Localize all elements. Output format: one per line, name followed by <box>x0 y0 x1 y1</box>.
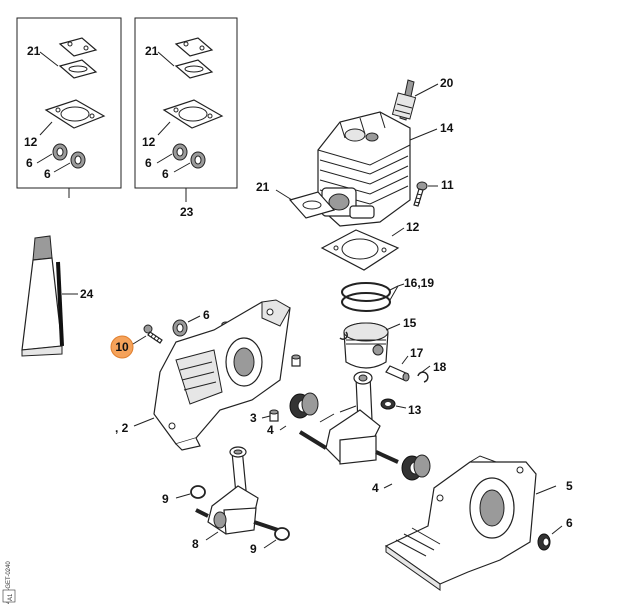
screw-11-icon[interactable] <box>413 181 428 207</box>
cylinder-gasket-12-icon <box>162 99 224 129</box>
gasket-21-icon <box>58 37 98 79</box>
callout-4b: 4 <box>372 481 379 495</box>
callout-10: 10 <box>115 340 129 354</box>
callout-18: 18 <box>433 360 447 374</box>
washer-9a-icon[interactable] <box>190 485 206 499</box>
kit-box-22[interactable]: 21 12 6 6 <box>16 17 122 198</box>
callout-3b: 3 <box>250 411 257 425</box>
crankshaft-8-icon[interactable] <box>195 446 279 535</box>
highlight-callout-10[interactable]: 10 <box>110 335 134 359</box>
screw-10-icon[interactable] <box>143 324 163 344</box>
kit22-label-6b: 6 <box>44 167 51 181</box>
callout-9b: 9 <box>250 542 257 556</box>
oil-seal-6b-icon[interactable] <box>537 533 551 551</box>
callout-17: 17 <box>410 346 424 360</box>
crankcase-half-5-icon[interactable] <box>384 455 537 591</box>
callout-11: 11 <box>441 178 454 192</box>
kit22-label-6a: 6 <box>26 156 33 170</box>
piston-15-icon[interactable] <box>343 322 389 369</box>
callout-12: 12 <box>406 220 420 234</box>
callout-24: 24 <box>80 287 94 301</box>
document-code: 4134-GET-0240 A1 <box>2 561 16 604</box>
spark-plug-20-icon[interactable] <box>391 79 417 121</box>
ball-bearing-4a-icon[interactable] <box>289 392 319 419</box>
callout-9a: 9 <box>162 492 169 506</box>
circlip-18-icon[interactable] <box>417 371 429 383</box>
callout-2: , 2 <box>115 421 129 435</box>
sealant-tube-24-icon[interactable] <box>21 235 64 357</box>
needle-cage-13-icon[interactable] <box>380 398 396 410</box>
callout-20: 20 <box>440 76 454 90</box>
callout-14: 14 <box>440 121 454 135</box>
kit22-label-21: 21 <box>27 44 41 58</box>
sleeve-3b-icon[interactable] <box>269 409 279 422</box>
kit-number-23: 23 <box>180 205 194 219</box>
sheet-label-text: A1 <box>8 593 14 601</box>
cylinder-gasket-12-icon <box>44 99 106 129</box>
kit-box-23[interactable]: 21 12 6 6 23 <box>134 17 238 219</box>
callout-21: 21 <box>256 180 270 194</box>
sleeve-icon[interactable] <box>291 354 301 367</box>
callout-5: 5 <box>566 479 573 493</box>
crankcase-half-2-icon[interactable] <box>153 299 291 451</box>
kit23-label-6b: 6 <box>162 167 169 181</box>
kit23-label-6a: 6 <box>145 156 152 170</box>
callout-13: 13 <box>408 403 422 417</box>
oil-seal-6-icon <box>52 143 86 169</box>
cylinder-gasket-12-icon[interactable] <box>320 229 400 271</box>
oil-seal-6a-icon[interactable] <box>172 319 188 337</box>
crankshaft-upper-icon[interactable] <box>298 371 399 465</box>
callout-6b: 6 <box>566 516 573 530</box>
oil-seal-6-icon <box>172 143 206 169</box>
kit23-label-12: 12 <box>142 135 156 149</box>
callout-6a: 6 <box>203 308 210 322</box>
piston-pin-17-icon[interactable] <box>385 365 410 382</box>
gasket-21-icon <box>174 37 214 79</box>
callout-16-19: 16,19 <box>404 276 434 290</box>
callout-8: 8 <box>192 537 199 551</box>
document-code-text: 4134-GET-0240 <box>6 561 12 604</box>
callout-15: 15 <box>403 316 417 330</box>
ball-bearing-4b-icon[interactable] <box>401 454 431 481</box>
callout-4a: 4 <box>267 423 274 437</box>
washer-9b-icon[interactable] <box>274 527 290 541</box>
gasket-21-icon[interactable] <box>288 191 336 219</box>
kit22-label-12: 12 <box>24 135 38 149</box>
circlip-icon <box>339 331 348 340</box>
kit23-label-21: 21 <box>145 44 159 58</box>
piston-rings-16-19-icon[interactable] <box>341 282 391 312</box>
cylinder-14-icon[interactable] <box>317 111 411 227</box>
